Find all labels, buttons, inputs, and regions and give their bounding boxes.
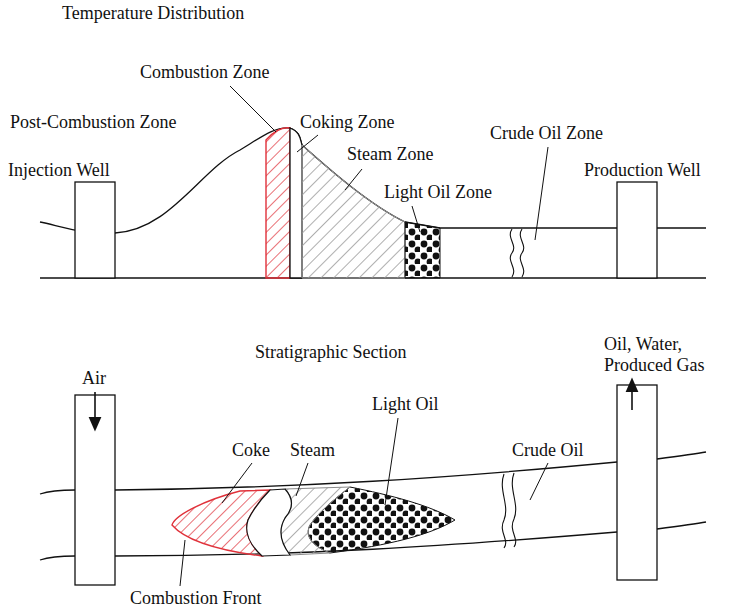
zone-label: Coke	[232, 440, 270, 461]
zone-label: Crude Oil Zone	[490, 123, 603, 144]
zone-label: Air	[82, 368, 106, 389]
zone-label: Light Oil	[372, 394, 439, 415]
zone-label: Post-Combustion Zone	[10, 112, 177, 133]
diagram-title: Temperature Distribution	[62, 3, 244, 24]
zone-label: Oil, Water, Produced Gas	[604, 334, 726, 376]
zone-label: Production Well	[584, 160, 701, 181]
zone-label: Crude Oil	[512, 440, 584, 461]
zone-label: Steam	[290, 440, 335, 461]
zone-label: Injection Well	[8, 160, 110, 181]
zone-label: Coking Zone	[300, 112, 395, 133]
zone-label: Stratigraphic Section	[255, 342, 406, 363]
zone-label: Combustion Zone	[140, 62, 270, 83]
zone-label: Steam Zone	[347, 144, 433, 165]
zone-label: Combustion Front	[130, 588, 262, 609]
zone-label: Light Oil Zone	[384, 182, 492, 203]
